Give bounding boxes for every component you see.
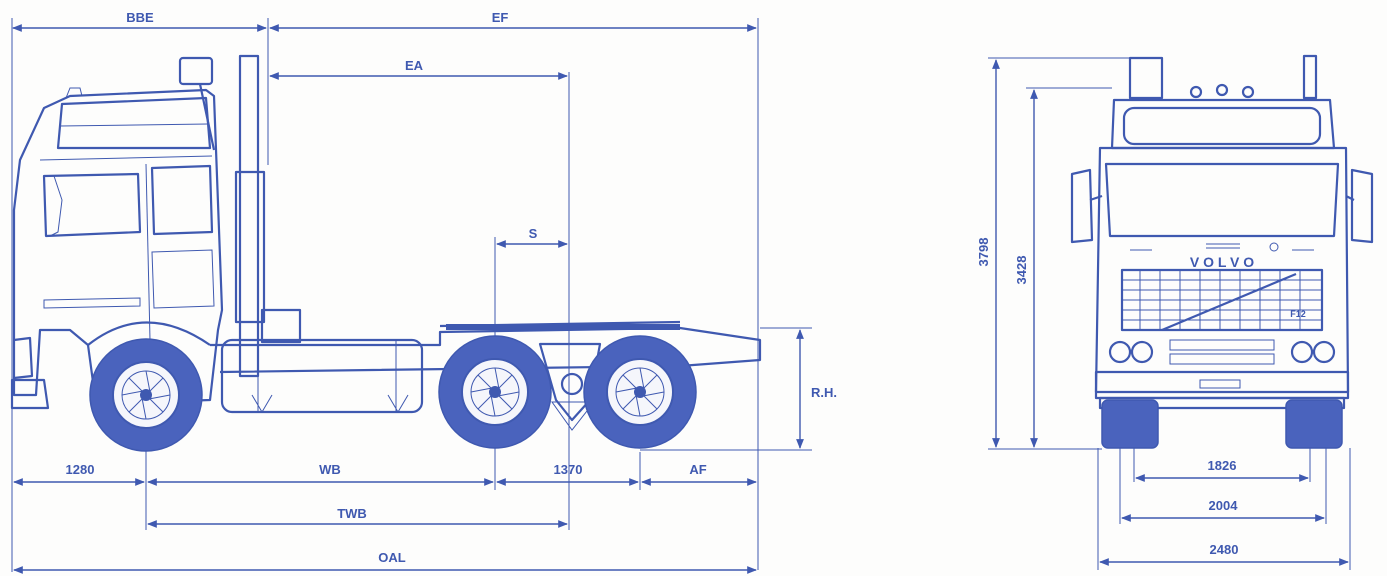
side-labels: BBE EF EA S R.H. 1280 WB 1370 AF TWB OAL	[66, 10, 837, 565]
brand-logo-text: V O L V O	[1190, 254, 1254, 270]
truck-side-silhouette	[10, 54, 762, 431]
label-front-overhang: 1280	[66, 462, 95, 477]
label-track: 1826	[1208, 458, 1237, 473]
side-view: BBE EF EA S R.H. 1280 WB 1370 AF TWB OAL	[10, 10, 837, 574]
label-ef: EF	[492, 10, 509, 25]
label-wb: WB	[319, 462, 341, 477]
front-wheel	[89, 338, 203, 452]
rear-wheel-1	[438, 335, 552, 449]
label-cab-height: 3428	[1014, 256, 1029, 285]
truck-front-silhouette	[1070, 54, 1374, 449]
side-dimension-lines	[12, 24, 804, 574]
front-view: V O L V O F12 3798 3428 1826 2004 2480	[976, 54, 1374, 570]
rear-wheel-2	[583, 335, 697, 449]
grille-pattern	[1122, 270, 1322, 330]
label-af: AF	[689, 462, 706, 477]
model-badge-text: F12	[1290, 309, 1306, 319]
front-reference-lines	[988, 57, 1351, 570]
label-ea: EA	[405, 58, 424, 73]
front-labels: 3798 3428 1826 2004 2480	[976, 238, 1238, 557]
label-overall-width: 2480	[1210, 542, 1239, 557]
label-twb: TWB	[337, 506, 367, 521]
label-axle-width: 2004	[1209, 498, 1239, 513]
label-rh: R.H.	[811, 385, 837, 400]
front-dimension-lines	[992, 59, 1349, 566]
label-s: S	[529, 226, 538, 241]
label-overall-height: 3798	[976, 238, 991, 267]
label-bbe: BBE	[126, 10, 154, 25]
label-oal: OAL	[378, 550, 406, 565]
label-bogie-spread: 1370	[554, 462, 583, 477]
